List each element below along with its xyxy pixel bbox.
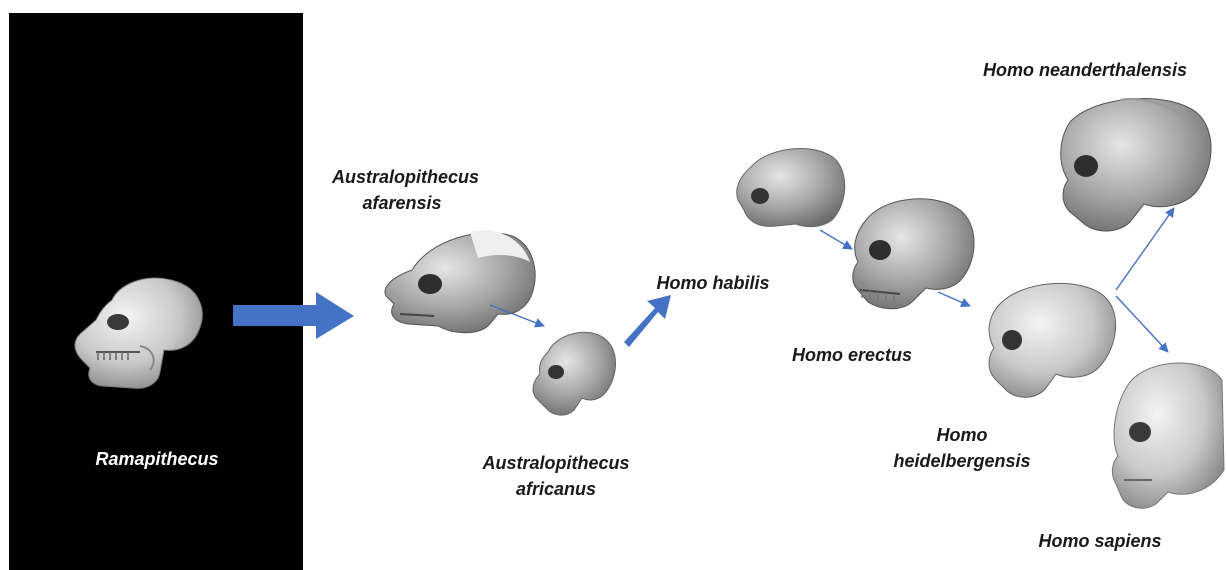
arrow-africanus-to-habilis [624, 295, 671, 347]
ramapithecus-skull-icon [75, 278, 202, 388]
label-homo-erectus: Homo erectus [782, 342, 922, 368]
label-homo-sapiens: Homo sapiens [1020, 528, 1180, 554]
label-homo-habilis: Homo habilis [643, 270, 783, 296]
main-transition-arrow [233, 292, 354, 339]
arrow-heidelbergensis-to-sapiens [1116, 296, 1168, 352]
homo-habilis-skull-icon [737, 149, 845, 227]
homo-heidelbergensis-skull-icon [989, 283, 1116, 397]
label-australopithecus-afarensis: Australopithecus afarensis [332, 164, 472, 216]
homo-sapiens-skull-icon [1112, 363, 1224, 508]
arrow-habilis-to-erectus [820, 230, 852, 249]
label-australopithecus-africanus: Australopithecus africanus [466, 450, 646, 502]
label-homo-neanderthalensis: Homo neanderthalensis [950, 57, 1220, 83]
homo-neanderthalensis-skull-icon [1061, 99, 1211, 231]
australopithecus-afarensis-skull-icon [385, 230, 535, 333]
arrow-erectus-to-heidelbergensis [938, 292, 970, 306]
homo-erectus-skull-icon [853, 199, 974, 309]
label-ramapithecus: Ramapithecus [62, 446, 252, 472]
label-homo-heidelbergensis: Homo heidelbergensis [882, 422, 1042, 474]
australopithecus-africanus-skull-icon [533, 332, 615, 415]
